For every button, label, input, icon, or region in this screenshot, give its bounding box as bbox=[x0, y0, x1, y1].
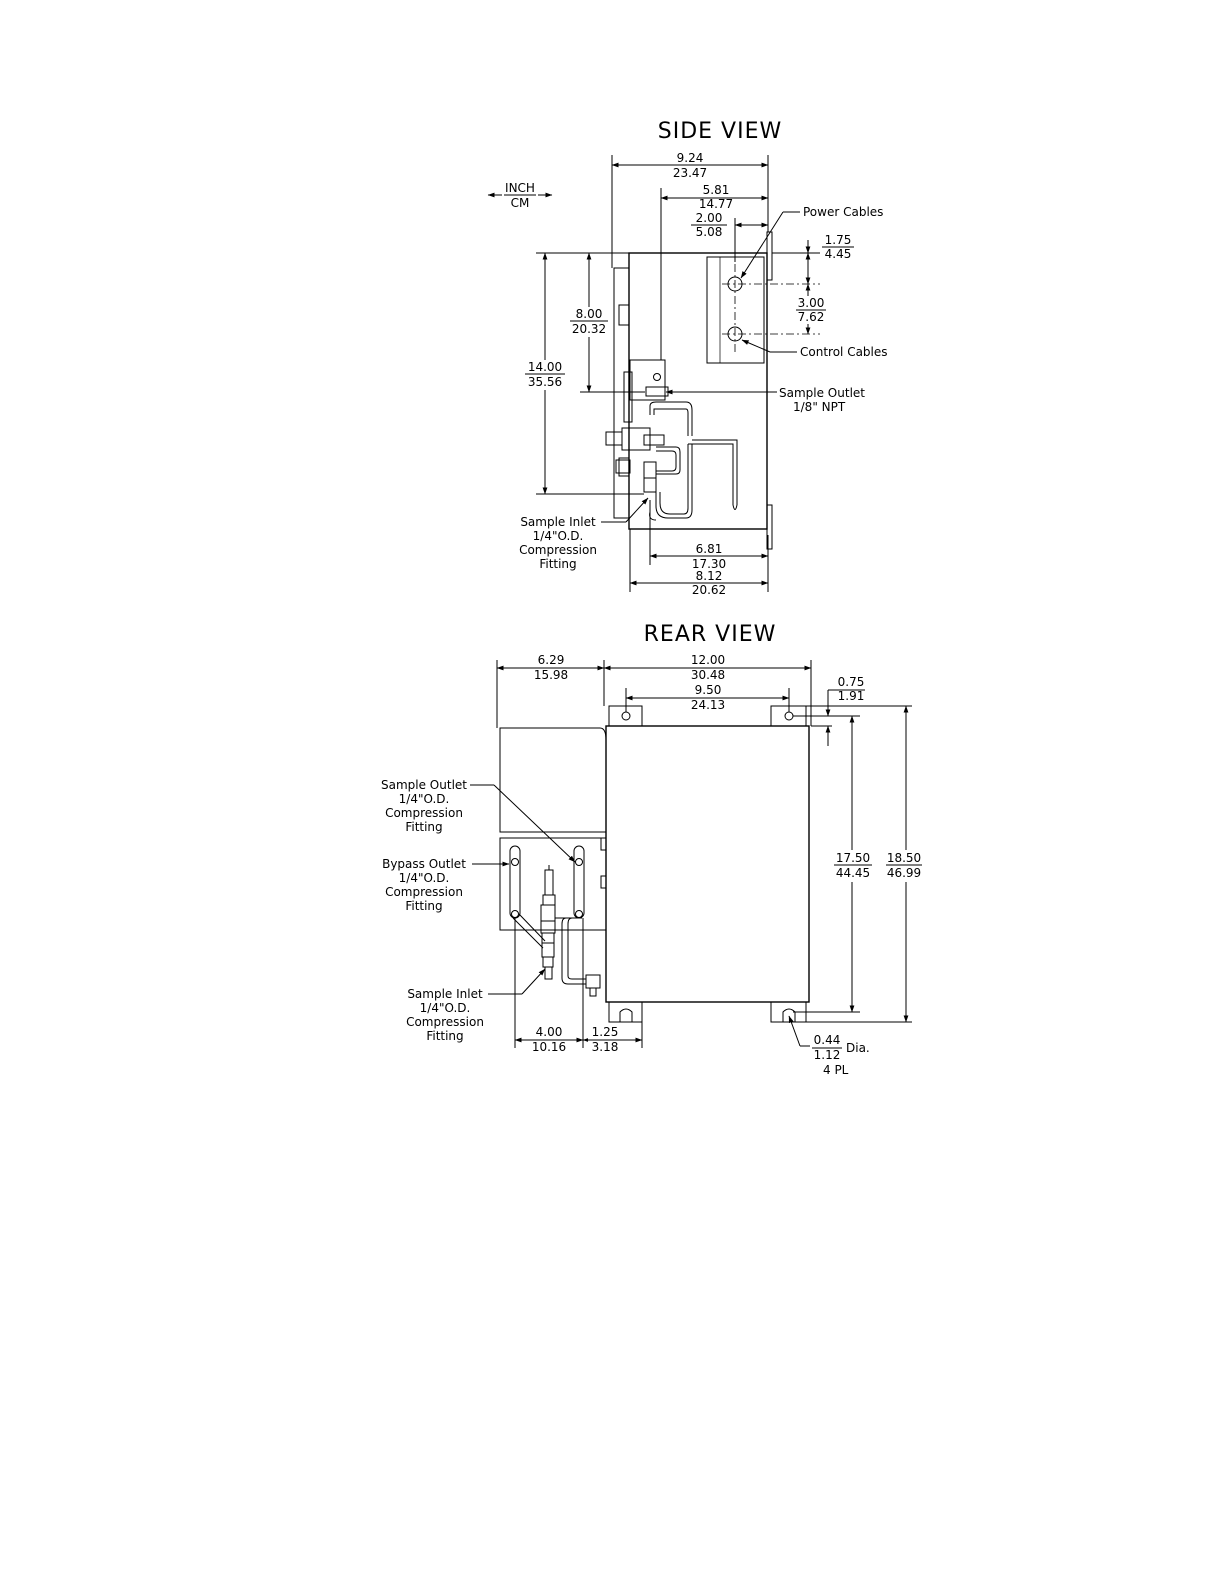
dim-side-depth-in: 9.24 bbox=[677, 151, 704, 165]
dim-hole-cm: 1.12 bbox=[814, 1048, 841, 1062]
label-side-inlet-3: Compression bbox=[519, 543, 597, 557]
rear-view-title: REAR VIEW bbox=[644, 622, 777, 647]
dim-side-outlet-cm: 20.32 bbox=[572, 322, 606, 336]
label-rear-outlet-4: Fitting bbox=[405, 820, 442, 834]
mount-tab-bottom-left bbox=[608, 1001, 643, 1023]
dim-mount-offset-in: 0.75 bbox=[838, 675, 865, 689]
side-view-title: SIDE VIEW bbox=[658, 119, 782, 144]
dim-cable-spacing-cm: 7.62 bbox=[798, 310, 825, 324]
dim-pipe-spacing-in: 4.00 bbox=[536, 1025, 563, 1039]
label-bypass-4: Fitting bbox=[405, 899, 442, 913]
dim-cable-spacing-in: 3.00 bbox=[798, 296, 825, 310]
dim-side-cables-cm: 5.08 bbox=[696, 225, 723, 239]
dim-hole-suffix: Dia. bbox=[846, 1041, 870, 1055]
dim-inlet-depth-cm: 17.30 bbox=[692, 557, 726, 571]
label-rear-inlet-2: 1/4"O.D. bbox=[420, 1001, 471, 1015]
label-rear-inlet-4: Fitting bbox=[426, 1029, 463, 1043]
units-inch: INCH bbox=[505, 181, 535, 195]
label-side-inlet-1: Sample Inlet bbox=[520, 515, 596, 529]
dim-panel-width-cm: 15.98 bbox=[534, 668, 568, 682]
dim-side-cables-in: 2.00 bbox=[696, 211, 723, 225]
label-power-cables: Power Cables bbox=[803, 205, 883, 219]
dim-mount-height-in: 17.50 bbox=[836, 851, 870, 865]
dim-mount-spacing-in: 9.50 bbox=[695, 683, 722, 697]
dim-cable-top-cm: 4.45 bbox=[825, 247, 852, 261]
label-side-inlet-2: 1/4"O.D. bbox=[533, 529, 584, 543]
dim-side-height-in: 14.00 bbox=[528, 360, 562, 374]
dim-side-pipe-in: 5.81 bbox=[703, 183, 730, 197]
label-rear-inlet-1: Sample Inlet bbox=[407, 987, 483, 1001]
dim-hole-note: 4 PL bbox=[823, 1063, 849, 1077]
dim-side-outlet-in: 8.00 bbox=[576, 307, 603, 321]
dim-side-height-cm: 35.56 bbox=[528, 375, 562, 389]
dim-cable-top-in: 1.75 bbox=[825, 233, 852, 247]
label-side-inlet-4: Fitting bbox=[539, 557, 576, 571]
dim-mount-offset-cm: 1.91 bbox=[838, 689, 865, 703]
label-sample-outlet-npt: 1/8" NPT bbox=[793, 400, 846, 414]
dim-body-width-in: 12.00 bbox=[691, 653, 725, 667]
dim-side-depth-cm: 23.47 bbox=[673, 166, 707, 180]
label-sample-outlet: Sample Outlet bbox=[779, 386, 865, 400]
dim-body-depth-cm: 20.62 bbox=[692, 583, 726, 597]
rear-view: REAR VIEW bbox=[381, 622, 926, 1077]
side-body bbox=[628, 252, 768, 530]
rear-body bbox=[605, 725, 810, 1003]
label-rear-inlet-3: Compression bbox=[406, 1015, 484, 1029]
dim-pipe-spacing-cm: 10.16 bbox=[532, 1040, 566, 1054]
dim-slot-offset-in: 1.25 bbox=[592, 1025, 619, 1039]
label-bypass-2: 1/4"O.D. bbox=[399, 871, 450, 885]
dim-overall-height-cm: 46.99 bbox=[887, 866, 921, 880]
side-rear-flange bbox=[613, 267, 630, 519]
label-rear-outlet-1: Sample Outlet bbox=[381, 778, 467, 792]
side-view: SIDE VIEW INCH CM bbox=[487, 119, 888, 597]
rear-panel-top bbox=[499, 727, 607, 833]
dim-hole-in: 0.44 bbox=[814, 1033, 841, 1047]
dim-body-depth-in: 8.12 bbox=[696, 569, 723, 583]
dim-slot-offset-cm: 3.18 bbox=[592, 1040, 619, 1054]
dim-overall-height-in: 18.50 bbox=[887, 851, 921, 865]
label-rear-outlet-2: 1/4"O.D. bbox=[399, 792, 450, 806]
side-fitting-block bbox=[629, 359, 666, 401]
dim-panel-width-in: 6.29 bbox=[538, 653, 565, 667]
units-cm: CM bbox=[511, 196, 530, 210]
label-bypass-1: Bypass Outlet bbox=[382, 857, 466, 871]
dim-mount-spacing-cm: 24.13 bbox=[691, 698, 725, 712]
label-bypass-3: Compression bbox=[385, 885, 463, 899]
cable-plate bbox=[706, 256, 765, 364]
dim-mount-height-cm: 44.45 bbox=[836, 866, 870, 880]
label-control-cables: Control Cables bbox=[800, 345, 888, 359]
dim-body-width-cm: 30.48 bbox=[691, 668, 725, 682]
label-rear-outlet-3: Compression bbox=[385, 806, 463, 820]
units-legend: INCH CM bbox=[487, 181, 553, 210]
dim-inlet-depth-in: 6.81 bbox=[696, 542, 723, 556]
dim-side-pipe-cm: 14.77 bbox=[699, 197, 733, 211]
